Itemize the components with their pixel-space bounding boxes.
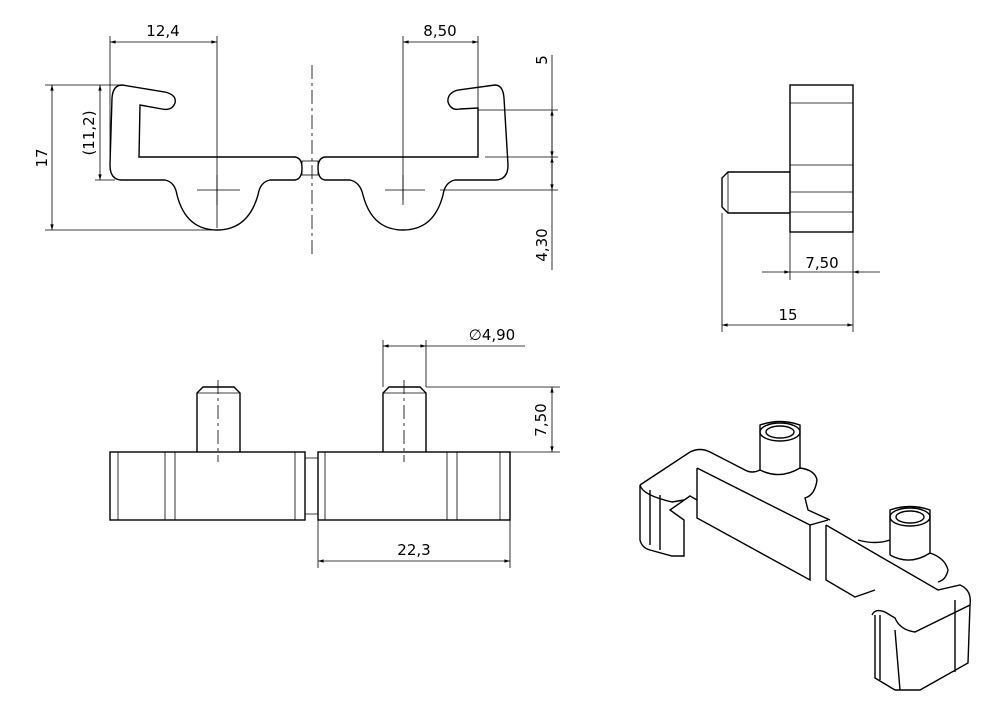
dim-diameter [382,340,525,387]
center-marks [197,175,425,205]
iso-view [639,420,971,691]
left-clip-outline [109,84,303,231]
dim-17 [45,84,217,231]
dim-right-chain [440,55,558,270]
dim-label-7-50-front: 7,50 [532,403,550,436]
dim-7-50-front [426,386,560,453]
front-left-block [109,451,306,521]
front-left-pin [196,386,241,452]
dim-12-4 [109,36,218,228]
dim-22-3 [317,520,511,568]
dim-8-50 [402,36,479,200]
dim-label-diameter: ∅4,90 [469,326,515,344]
dim-label-17: 17 [33,148,51,167]
side-body-lines [790,102,853,213]
right-clip-outline [317,84,509,231]
front-right-pin [382,386,427,452]
dim-7-50-side [721,213,880,332]
side-view: 7,50 15 [721,84,880,332]
dim-label-8-50: 8,50 [423,22,456,40]
dim-label-4-30: 4,30 [533,228,551,261]
dim-label-5: 5 [533,55,551,65]
hinge-neck [301,160,319,176]
side-body [789,84,854,233]
dim-label-22-3: 22,3 [397,541,430,559]
dim-label-12-4: 12,4 [146,22,179,40]
front-view: ∅4,90 7,50 22,3 [109,326,560,568]
dim-11-2 [95,85,115,181]
front-right-block [317,451,511,521]
dim-label-15: 15 [778,306,797,324]
top-view: 12,4 8,50 17 (11,2) 5 4,30 [33,22,558,270]
dim-label-11-2: (11,2) [80,110,98,155]
dim-label-7-50-side: 7,50 [805,254,838,272]
side-pin [721,171,790,214]
